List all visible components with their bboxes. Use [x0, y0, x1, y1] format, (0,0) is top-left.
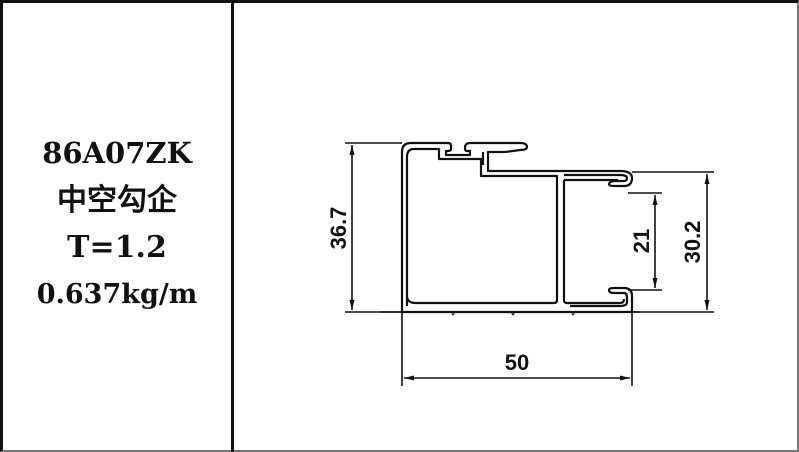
model-code: 86A07ZK	[42, 136, 192, 170]
dim-right-height	[632, 171, 714, 313]
profile-name: 中空勾企	[57, 183, 177, 218]
dim-slot-height	[628, 192, 662, 291]
profile-outline	[400, 141, 634, 314]
profile-right-chamber	[481, 152, 626, 305]
dim-label-30-2: 30.2	[680, 221, 705, 264]
bottom-notches	[450, 311, 576, 316]
profile-outer-contour-lower	[402, 286, 634, 314]
unit-weight: 0.637kg/m	[36, 279, 198, 310]
dim-label-50: 50	[505, 350, 529, 375]
profile-left-chamber	[405, 147, 559, 306]
profile-info-panel: 86A07ZK 中空勾企 T=1.2 0.637kg/m	[3, 130, 231, 318]
wall-thickness: T=1.2	[67, 230, 167, 265]
dim-overall-height	[345, 142, 402, 313]
dim-label-36-7: 36.7	[326, 207, 351, 250]
dim-overall-width	[380, 311, 640, 386]
profile-outer-contour	[400, 141, 634, 312]
dim-label-21: 21	[629, 229, 654, 253]
column-divider	[231, 0, 234, 452]
